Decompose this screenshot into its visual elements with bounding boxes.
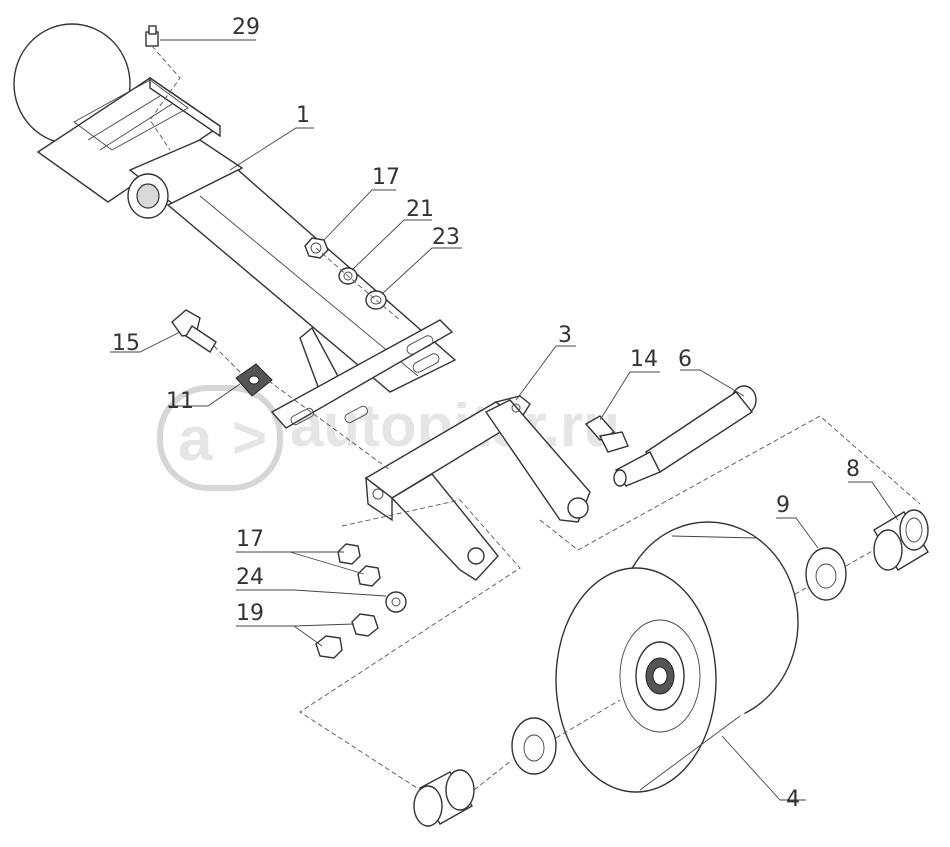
callout-4: 4 <box>786 787 800 812</box>
part-6-axle-pin <box>613 385 757 487</box>
part-11-square-plate <box>235 363 273 397</box>
callout-21: 21 <box>406 197 434 222</box>
callout-labels: 29 1 17 21 23 15 11 3 14 6 8 9 17 24 19 … <box>112 15 860 812</box>
part-left-bushing <box>413 769 475 827</box>
callout-17-top: 17 <box>372 165 400 190</box>
callout-1: 1 <box>296 103 310 128</box>
part-8-bushing <box>873 509 929 571</box>
part-left-washer <box>511 717 557 775</box>
callout-14: 14 <box>630 347 658 372</box>
part-29-grease-nipple <box>145 25 181 151</box>
part-15-bolt <box>171 309 241 373</box>
part-24-washer <box>385 591 407 613</box>
part-3-bracket <box>261 375 591 581</box>
callout-19: 19 <box>236 601 264 626</box>
part-4-pulley <box>555 521 799 793</box>
part-14-bolt <box>584 415 629 453</box>
part-17-nut-lower <box>337 543 381 587</box>
part-9-washer <box>805 547 847 601</box>
part-1-arm-frame <box>13 23 457 429</box>
leader-lines <box>110 39 899 801</box>
callout-8: 8 <box>846 457 860 482</box>
part-19-nut <box>315 613 379 659</box>
callout-23: 23 <box>432 225 460 250</box>
callout-17-lower: 17 <box>236 527 264 552</box>
svg-text:a: a <box>178 405 213 474</box>
callout-15: 15 <box>112 331 140 356</box>
callout-11: 11 <box>166 389 194 414</box>
callout-9: 9 <box>776 493 790 518</box>
svg-text:>: > <box>232 404 267 471</box>
callout-24: 24 <box>236 565 264 590</box>
callout-6: 6 <box>678 347 692 372</box>
callout-29: 29 <box>232 15 260 40</box>
callout-3: 3 <box>558 323 572 348</box>
